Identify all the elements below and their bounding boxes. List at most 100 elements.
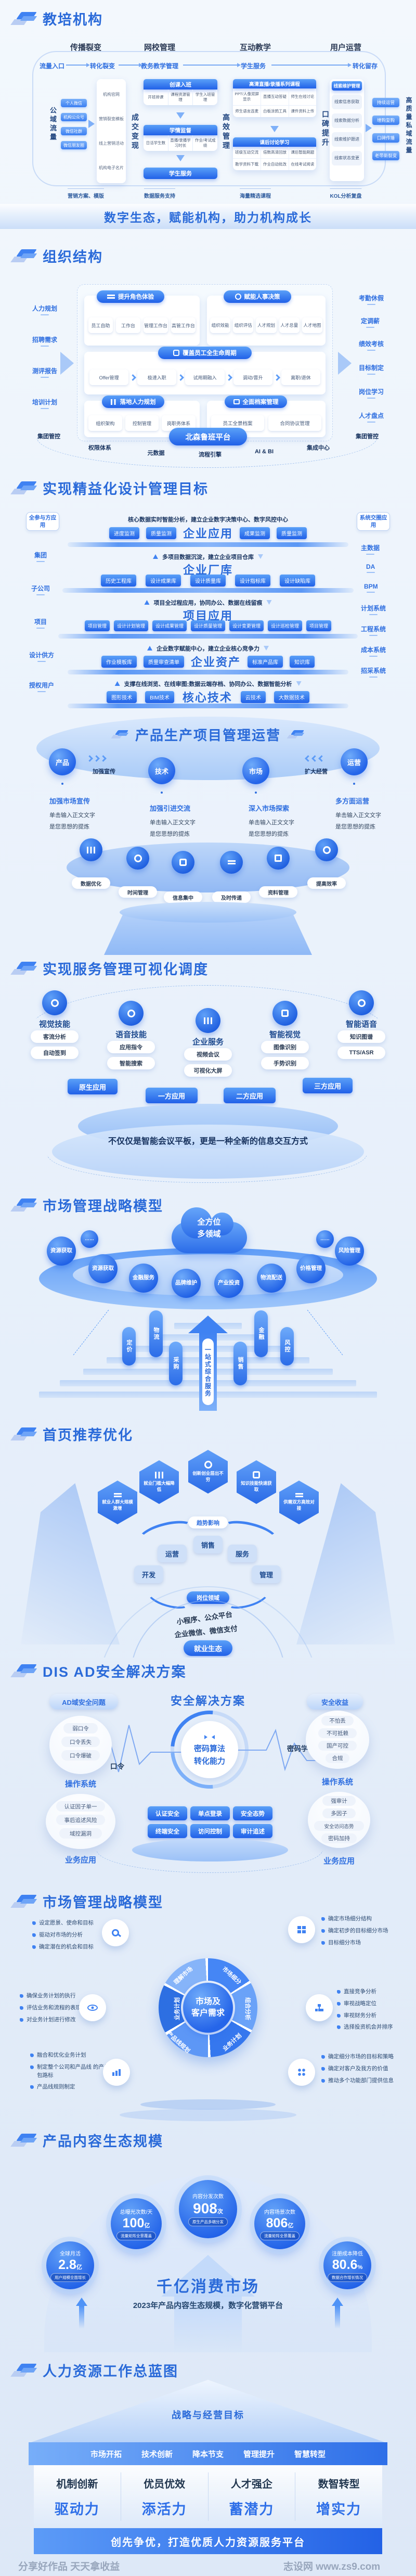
vertical-label: 成交变现 xyxy=(131,113,139,151)
capability-pill: 应用指令 xyxy=(107,1041,155,1053)
security-chip: 安全态势 xyxy=(233,1806,272,1820)
bullet: 确保业务计划的执行 xyxy=(20,1992,90,2000)
chevron-right-icon xyxy=(225,374,232,381)
section-title: 产品内容生态规模 xyxy=(43,2134,163,2149)
side-item: 计划系统 xyxy=(361,604,386,615)
dots-circle: …… xyxy=(81,1230,98,1248)
network-icon xyxy=(288,2059,315,2086)
card-after-class: 课后讨论学习 班级互动交流倍数高清回放课后智能刷题 教学资料下载作业自动批改在线… xyxy=(233,137,316,171)
chart-hand-icon xyxy=(103,2059,130,2086)
card-item: 作业自动批改 xyxy=(261,158,289,171)
lead-item: 线索维护跟进 xyxy=(332,132,362,147)
block-heading: 多方面运营 xyxy=(335,797,370,805)
side-item: 招聘需求 xyxy=(32,335,57,347)
pillar: 优员优效 添活力 xyxy=(121,2465,208,2528)
domain-circle: 风险管理 xyxy=(335,1236,364,1266)
chevron-right-icon xyxy=(129,374,137,381)
layer-shelf xyxy=(58,634,358,639)
domain-circle: 品牌维护 xyxy=(172,1269,201,1298)
chip: 持续运营 xyxy=(372,98,399,107)
bubble-label: 业务应用 xyxy=(64,1856,97,1865)
stat-tag: 用户规模全面增长 xyxy=(50,2273,90,2282)
section-title: 首页推荐优化 xyxy=(43,1427,133,1443)
pedestal-top xyxy=(120,902,296,923)
item-chip: 组织架构 xyxy=(88,415,122,431)
chip: 个人微信 xyxy=(61,99,87,107)
left-trend-arrow xyxy=(73,1309,109,1356)
layer-caption: 多项目数据沉淀，建立企业项目仓库 xyxy=(162,554,254,560)
core-circle: 密码算法 转化能力 xyxy=(181,1721,238,1778)
pillar-value: 添活力 xyxy=(141,2501,187,2517)
side-item: 人力规划 xyxy=(32,304,57,315)
item-chip: 合同协议管理 xyxy=(268,415,321,431)
site-item: 线上营销活动 xyxy=(99,141,124,146)
capability-pill: 图像识别 xyxy=(261,1041,309,1053)
arrow-down-icon xyxy=(176,112,185,119)
base-label: 集团管控 xyxy=(356,433,379,440)
side-item: DA xyxy=(366,563,375,573)
issue-item: 口令丢失 xyxy=(61,1737,100,1747)
block-line: 单击输入正文文字 xyxy=(249,820,294,826)
arrow-label: 加强宣传 xyxy=(93,769,115,775)
item-chip: 高管工作台 xyxy=(171,317,196,333)
banner: 数字生态，赋能机构，助力机构成长 xyxy=(0,204,416,229)
section-product-ops: 产品生产项目管理运营 产品 技术 市场 运营 加强宣传 扩大经营 加强市场宣传 … xyxy=(0,708,416,955)
layer-chip: 质量监测 xyxy=(277,527,307,539)
section-edu-training: 教培机构 传播裂变 网校管理 互动教学 用户运营 流量入口 转化裂变 教务教学管… xyxy=(0,0,416,238)
layer-shelf xyxy=(62,588,354,593)
eaves-item: 市场开拓 xyxy=(90,2450,122,2459)
item-chip: 员工自助 xyxy=(88,317,113,333)
book-icon xyxy=(253,1471,260,1479)
side-pill: 采购 xyxy=(169,1342,183,1385)
bullet-group: 设定愿景、使命和目标 驱动对市场的分析 确定潜在的机会和目标 xyxy=(32,1919,113,1955)
small-arrow-shaft xyxy=(335,2306,340,2329)
section-org-structure: 组织结构 人力规划 招聘需求 测评报告 培训计划 提升角色体验 员工自助 工作台… xyxy=(0,238,416,471)
card-item: 白板涂鸦工具 xyxy=(261,105,289,118)
side-pill: 风控 xyxy=(280,1327,294,1366)
chip: 老带新裂变 xyxy=(372,151,399,160)
layer-title: 企业厂库 xyxy=(183,564,233,577)
vertical-label: 公域流量 xyxy=(49,107,57,142)
footer-right-watermark: 志设网 www.zs9.com xyxy=(283,2561,381,2572)
bullet-group: 融合和优化业务计划 制定整个公司和产品线 的产品包路标 产品线规则制定 xyxy=(30,2051,113,2095)
group-label: 智能视觉 xyxy=(269,1030,301,1039)
small-arrow-shaft xyxy=(79,2306,84,2329)
benefit-item: 密码加持 xyxy=(321,1833,357,1843)
big-arrow-right-icon xyxy=(338,352,352,375)
bullet-group: 确定细分市场的目标和策略 确定对客户及我方的价值 推动多个功能部门提供信息 xyxy=(321,2053,407,2088)
item-chip: 人才规划 xyxy=(256,317,277,333)
section-service-scheduling: 实现服务管理可视化调度 视觉技能 客流分析 自动签到 语音技能 应用指令 智能搜… xyxy=(0,955,416,1192)
capability-pill: 自动签到 xyxy=(31,1047,79,1059)
layer-title: 项目应用 xyxy=(183,609,233,622)
layer-title: 企业应用 xyxy=(183,527,233,540)
issue-item: 口令爆破 xyxy=(61,1750,100,1761)
bullet-icon xyxy=(321,2055,325,2059)
card-item: 师生语言连麦 xyxy=(233,105,261,117)
bullet-icon xyxy=(30,2054,34,2057)
section-flag-icon xyxy=(10,1197,37,1213)
bullet-icon xyxy=(337,2025,341,2030)
left-pill: AD域安全问题 xyxy=(49,1694,118,1710)
side-item: 子公司 xyxy=(31,584,50,595)
stat-label: 注册成本降低 xyxy=(332,2251,363,2257)
stat-tag: 流量矩阵全景覆盖 xyxy=(116,2231,156,2240)
app-button: 三方应用 xyxy=(303,1078,353,1093)
arc-pill: 趋势影响 xyxy=(188,1516,228,1528)
column-header: 互动教学 xyxy=(239,43,271,52)
chip: 增购复购 xyxy=(372,116,399,125)
layer5-caption-row: 支撑在线浏览、在线审图;数据云端存档、协同办公、数据智能分析 xyxy=(114,679,302,688)
subtitle: 2023年产品内容生态规模，数字化营销平台 xyxy=(133,2301,283,2310)
bullet: 确定初步的目标细分市场 xyxy=(321,1927,405,1935)
chip: 机构公众号 xyxy=(61,113,87,121)
layer-chip: BIM技术 xyxy=(145,691,174,703)
site-item: 营销裂变模板 xyxy=(99,117,124,121)
arrow-up-icon xyxy=(114,681,120,686)
benefit-item: 安全访问态势 xyxy=(314,1821,364,1831)
security-chip: 访问控制 xyxy=(190,1824,230,1838)
item-chip: 组织评估 xyxy=(233,317,254,333)
card-study-monitor: 学情监督 日活学生数直播/录播学习时长作业/考试成绩 xyxy=(144,125,217,151)
archive-icon xyxy=(233,399,240,404)
card-title: 高清直播/录播系列课程 xyxy=(233,79,316,88)
side-pill: 定价 xyxy=(122,1327,136,1366)
platform-dashed-arc xyxy=(96,1851,325,1874)
